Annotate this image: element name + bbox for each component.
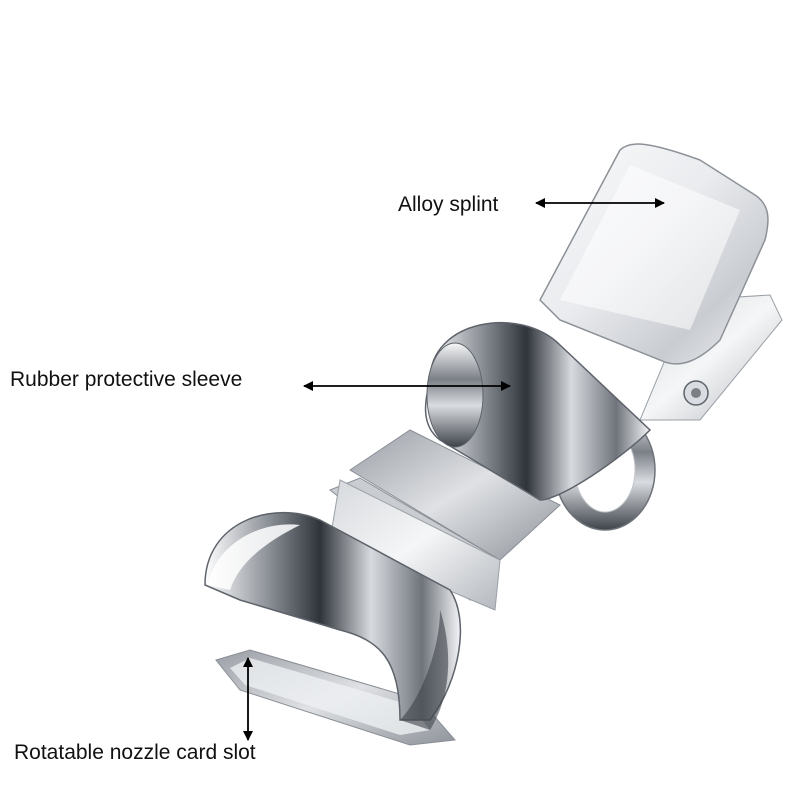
rubber-sleeve-label: Rubber protective sleeve xyxy=(10,368,243,391)
nozzle-slot-label: Rotatable nozzle card slot xyxy=(14,741,256,764)
alloy-splint-label: Alloy splint xyxy=(398,193,499,216)
